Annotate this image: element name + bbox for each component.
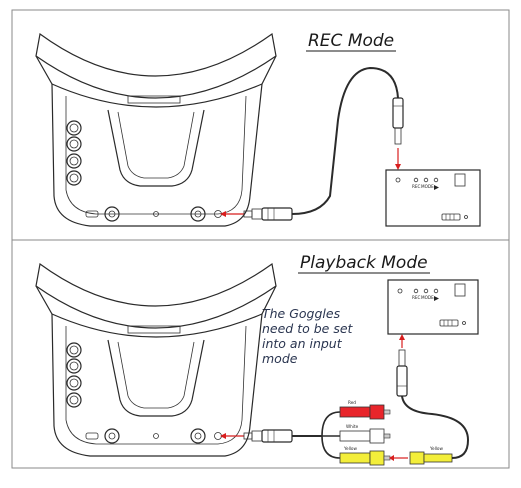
av-plug-vertical-rec [392, 97, 404, 145]
rca-female-yellow: Yellow [409, 446, 453, 465]
receiver-sd-slot [454, 173, 466, 187]
goggles-playback [35, 262, 277, 457]
goggles-rec [35, 32, 277, 227]
goggles-button-3 [66, 153, 82, 169]
goggles-dial-right [190, 206, 206, 222]
goggles-power-port [85, 210, 99, 218]
note-line-3: into an input [262, 336, 343, 351]
receiver-body-pb [387, 279, 479, 335]
goggles-button-1 [66, 120, 82, 136]
receiver-label-rec: REC [412, 184, 421, 189]
rca-female-label: Yellow [429, 446, 443, 451]
cable-receiver-to-rca [401, 395, 470, 459]
rca-label-white: White [346, 424, 359, 429]
av-jack-icon [395, 177, 401, 183]
goggles-button-4 [66, 170, 82, 186]
cable-to-red [321, 411, 341, 437]
receiver-playback: REC MODE [387, 279, 479, 335]
playback-mode-title: Playback Mode [300, 253, 428, 273]
led-play-icon [433, 177, 439, 183]
led-rec-icon [413, 177, 419, 183]
rca-plug-red: Red [339, 400, 391, 420]
cable-to-yellow [321, 435, 341, 459]
rca-plug-white: White [339, 424, 391, 444]
av-plug-playback [243, 429, 293, 443]
goggles-button-2 [66, 136, 82, 152]
playback-panel-frame [11, 239, 510, 469]
rca-label-yellow: Yellow [343, 446, 357, 451]
goggles-center-hole [153, 211, 159, 217]
note-line-2: need to be set [262, 321, 354, 336]
rec-panel-frame [11, 9, 510, 241]
receiver-switch [441, 213, 461, 221]
goggles-note: The Goggles need to be set into an input… [262, 306, 354, 366]
goggles-visor [35, 32, 277, 99]
goggles-nose-inner [117, 111, 195, 179]
note-line-4: mode [262, 351, 298, 366]
goggles-inner-body [65, 95, 247, 215]
goggles-dial-left [104, 206, 120, 222]
goggles-top-slot [127, 95, 181, 104]
goggles-brow [35, 55, 277, 108]
rca-label-red: Red [348, 400, 356, 405]
rca-plug-yellow: Yellow [339, 446, 391, 466]
led-mode-icon [423, 177, 429, 183]
rec-panel: REC Mode [35, 31, 481, 227]
av-cable-rec [291, 66, 399, 215]
rec-mode-title: REC Mode [308, 31, 394, 51]
note-line-1: The Goggles [262, 306, 341, 321]
playback-panel: Playback Mode The Goggles need to be set… [35, 253, 479, 466]
receiver-pb-label-mode: MODE [421, 295, 434, 300]
goggles-body [51, 83, 263, 227]
av-plug-rec [243, 207, 293, 221]
receiver-pb-label-rec: REC [412, 295, 421, 300]
receiver-body [385, 169, 481, 227]
play-triangle-icon-pb [434, 296, 439, 301]
goggles-nose-cutout [107, 109, 205, 187]
av-plug-vertical-pb [396, 349, 408, 397]
receiver-label-mode: MODE [421, 184, 434, 189]
receiver-rec: REC MODE [385, 169, 481, 227]
play-triangle-icon [434, 185, 439, 190]
